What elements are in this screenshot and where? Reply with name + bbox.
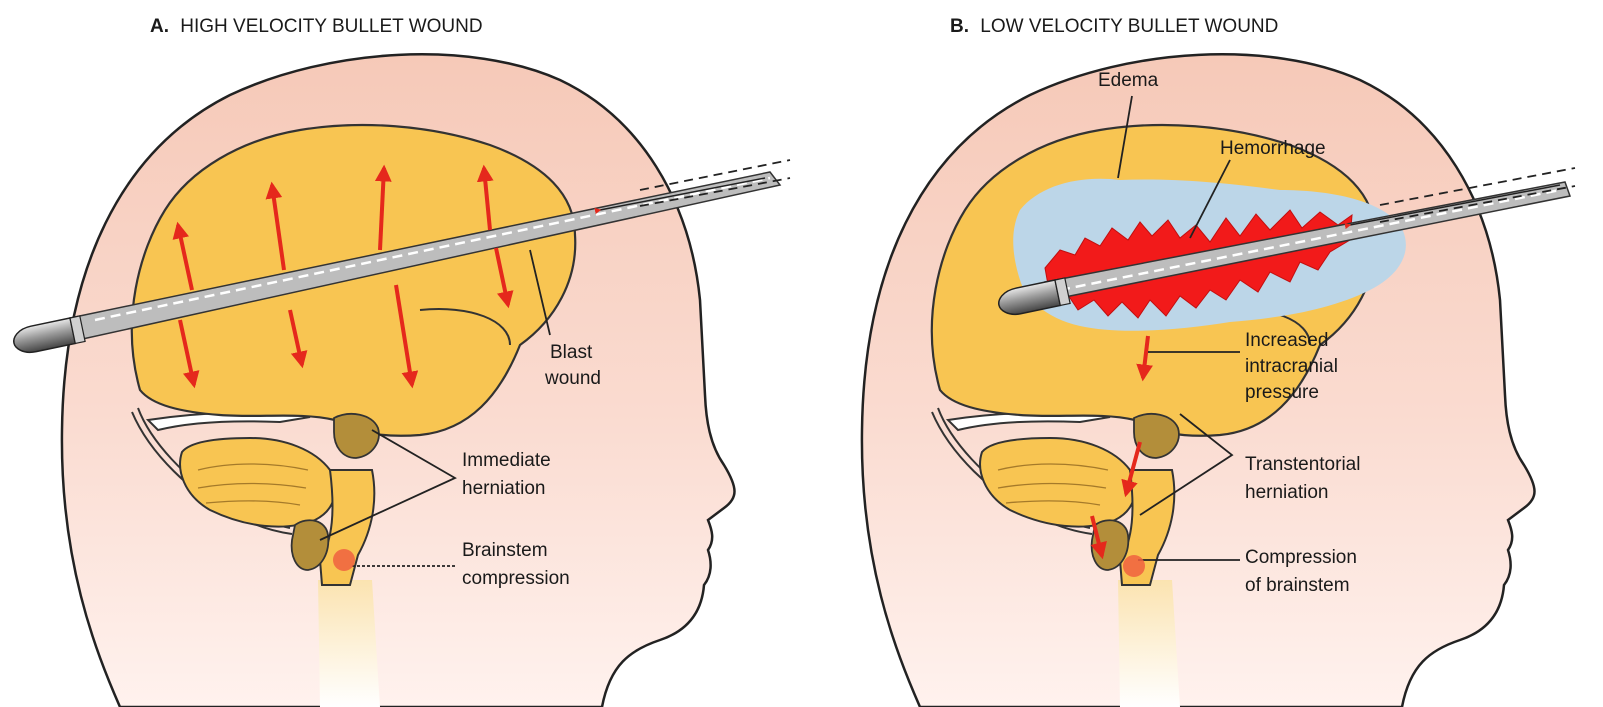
compression-of-brainstem-label-2: of brainstem: [1245, 575, 1350, 596]
panel-b: B. LOW VELOCITY BULLET WOUND: [862, 16, 1575, 707]
head-illustration-a: [62, 54, 735, 707]
transtentorial-herniation-label-2: herniation: [1245, 482, 1328, 503]
immediate-herniation-label-2: herniation: [462, 478, 545, 499]
icp-label-1: Increased: [1245, 330, 1328, 351]
blast-wound-label-2: wound: [544, 368, 601, 389]
panel-b-letter: B.: [950, 16, 969, 37]
compression-spot-a: [333, 549, 355, 571]
immediate-herniation-label-1: Immediate: [462, 450, 551, 471]
panel-a-title-text: HIGH VELOCITY BULLET WOUND: [180, 16, 482, 37]
hemorrhage-label: Hemorrhage: [1220, 138, 1326, 159]
panel-a-letter: A.: [150, 16, 169, 37]
panel-a: A. HIGH VELOCITY BULLET WOUND: [11, 16, 790, 707]
head-illustration-b: [862, 54, 1535, 707]
panel-b-title-text: LOW VELOCITY BULLET WOUND: [980, 16, 1278, 37]
panel-a-title: A. HIGH VELOCITY BULLET WOUND: [150, 16, 483, 37]
brainstem-compression-label-1: Brainstem: [462, 540, 548, 561]
compression-of-brainstem-label-1: Compression: [1245, 547, 1357, 568]
icp-label-3: pressure: [1245, 382, 1319, 403]
panel-b-title: B. LOW VELOCITY BULLET WOUND: [950, 16, 1278, 37]
blast-wound-label-1: Blast: [550, 342, 593, 363]
edema-label: Edema: [1098, 70, 1159, 91]
icp-label-2: intracranial: [1245, 356, 1338, 377]
transtentorial-herniation-label-1: Transtentorial: [1245, 454, 1360, 475]
compression-spot-b: [1123, 555, 1145, 577]
brainstem-compression-label-2: compression: [462, 568, 570, 589]
